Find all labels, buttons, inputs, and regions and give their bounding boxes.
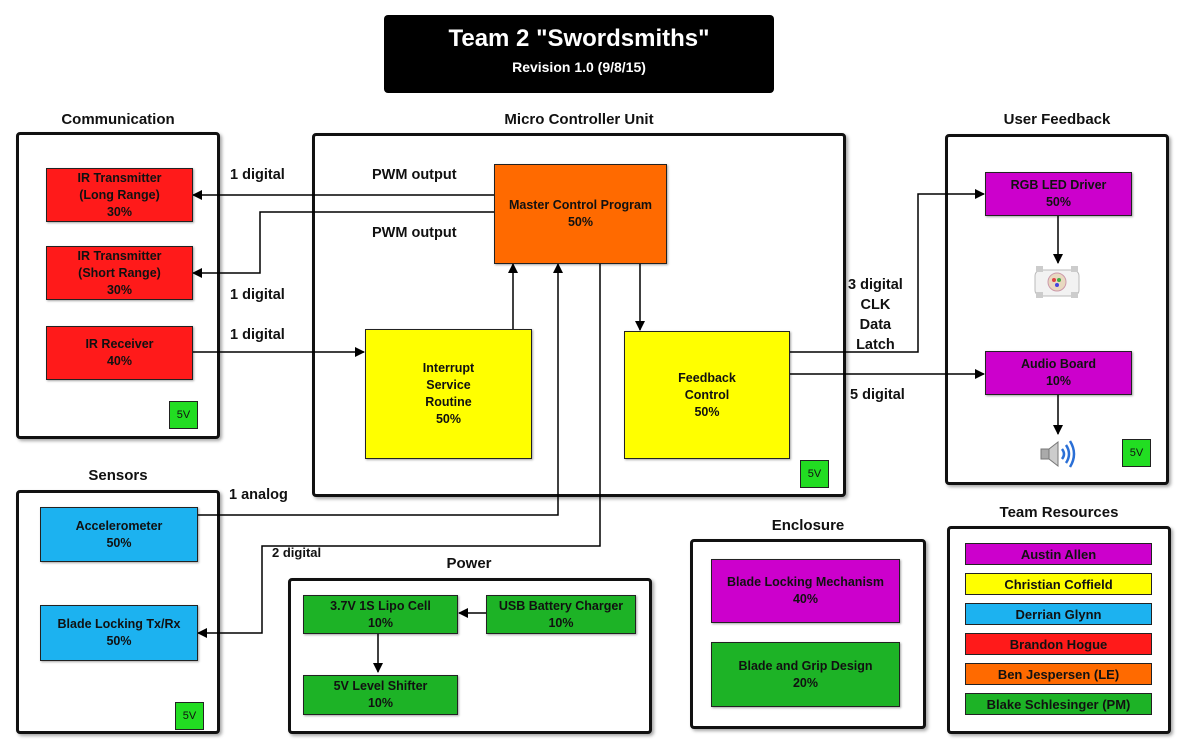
section-label-enclosure: Enclosure [771, 517, 845, 534]
rgb-led-icon [1033, 262, 1081, 302]
audio-board-block: Audio Board 10% [985, 351, 1132, 395]
wire-blade-txrx [197, 264, 601, 638]
master-control-program-block: Master Control Program 50% [494, 164, 667, 264]
section-label-power: Power [446, 555, 492, 572]
label-3-digital: 3 digital CLK Data Latch [848, 277, 903, 353]
team-member-derrian-glynn: Derrian Glynn [965, 603, 1152, 625]
section-label-team-resources: Team Resources [999, 504, 1119, 521]
ir-receiver-block: IR Receiver 40% [46, 326, 193, 380]
accelerometer-block: Accelerometer 50% [40, 507, 198, 562]
label-pwm-output-2: PWM output [372, 225, 457, 241]
interrupt-service-routine-block: Interrupt Service Routine 50% [365, 329, 532, 459]
label-pwm-output-1: PWM output [372, 167, 457, 183]
ir-transmitter-short-block: IR Transmitter (Short Range) 30% [46, 246, 193, 300]
section-label-user-feedback: User Feedback [1003, 111, 1111, 128]
section-label-sensors: Sensors [88, 467, 148, 484]
voltage-badge-user-feedback: 5V [1122, 439, 1151, 467]
level-shifter-block: 5V Level Shifter 10% [303, 675, 458, 715]
voltage-badge-sensors: 5V [175, 702, 204, 730]
team-member-christian-coffield: Christian Coffield [965, 573, 1152, 595]
voltage-badge-communication: 5V [169, 401, 198, 429]
speaker-icon [1039, 438, 1079, 470]
label-1-digital-rx: 1 digital [230, 327, 285, 343]
title-banner: Team 2 "Swordsmiths" Revision 1.0 (9/8/1… [384, 15, 774, 93]
team-member-ben-jespersen: Ben Jespersen (LE) [965, 663, 1152, 685]
wire-pwm-short [192, 211, 494, 278]
usb-battery-charger-block: USB Battery Charger 10% [486, 595, 636, 634]
label-1-analog: 1 analog [229, 487, 288, 503]
section-label-mcu: Micro Controller Unit [504, 111, 654, 128]
voltage-badge-mcu: 5V [800, 460, 829, 488]
diagram-title: Team 2 "Swordsmiths" [448, 25, 710, 52]
blade-locking-mechanism-block: Blade Locking Mechanism 40% [711, 559, 900, 623]
team-member-blake-schlesinger: Blake Schlesinger (PM) [965, 693, 1152, 715]
rgb-led-driver-block: RGB LED Driver 50% [985, 172, 1132, 216]
label-1-digital-long: 1 digital [230, 167, 285, 183]
label-2-digital: 2 digital [272, 545, 322, 560]
diagram-subtitle: Revision 1.0 (9/8/15) [512, 59, 646, 75]
lipo-cell-block: 3.7V 1S Lipo Cell 10% [303, 595, 458, 634]
label-5-digital: 5 digital [850, 387, 905, 403]
feedback-control-block: Feedback Control 50% [624, 331, 790, 459]
blade-grip-design-block: Blade and Grip Design 20% [711, 642, 900, 707]
wire-accel [198, 263, 563, 516]
team-member-brandon-hogue: Brandon Hogue [965, 633, 1152, 655]
label-1-digital-short: 1 digital [230, 287, 285, 303]
ir-transmitter-long-block: IR Transmitter (Long Range) 30% [46, 168, 193, 222]
section-label-communication: Communication [61, 111, 175, 128]
team-member-austin-allen: Austin Allen [965, 543, 1152, 565]
wire-rgb [790, 189, 985, 353]
blade-locking-txrx-block: Blade Locking Tx/Rx 50% [40, 605, 198, 661]
